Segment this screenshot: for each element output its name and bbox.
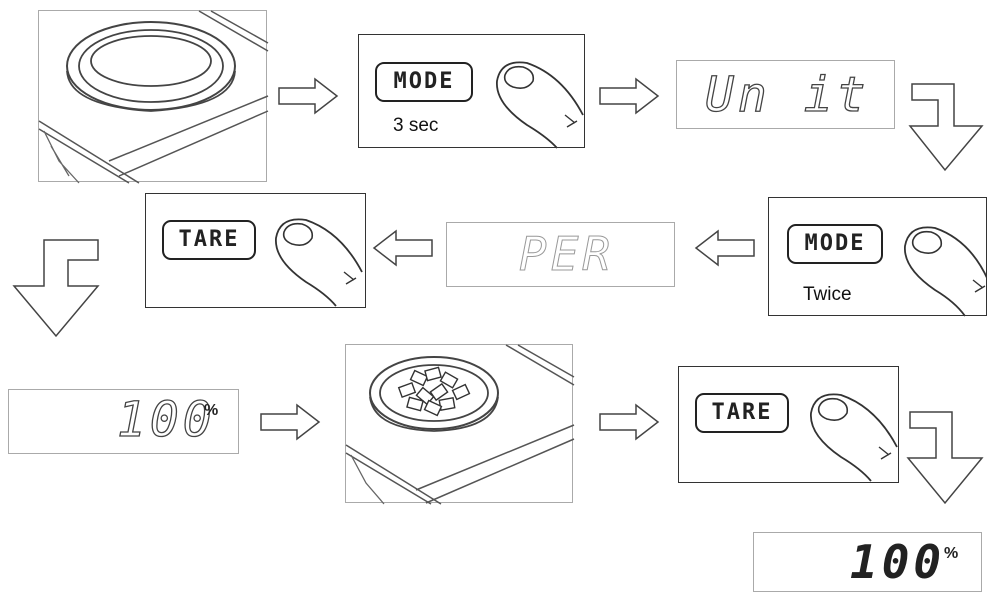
finger-icon xyxy=(810,393,898,482)
percent-display-panel: 100 % xyxy=(8,389,239,454)
final-percent-display-value: 100 xyxy=(850,535,946,589)
left-arrow-icon xyxy=(372,229,433,267)
tare-second-panel: TARE xyxy=(678,366,899,483)
percent-display-value: 100 xyxy=(116,391,216,448)
turn-down-arrow-icon xyxy=(906,411,984,505)
per-display-panel: PER xyxy=(446,222,675,287)
mode-key[interactable]: MODE xyxy=(787,224,883,264)
finger-icon xyxy=(904,226,987,317)
tare-key[interactable]: TARE xyxy=(695,393,789,433)
right-arrow-icon xyxy=(599,77,660,115)
percent-unit: % xyxy=(204,402,219,419)
finger-icon xyxy=(496,61,584,149)
right-arrow-icon xyxy=(278,77,339,115)
empty-scale-panel xyxy=(38,10,269,184)
mode-key[interactable]: MODE xyxy=(375,62,473,102)
press-count-caption: Twice xyxy=(803,284,852,305)
turn-down-arrow-icon xyxy=(908,83,984,172)
right-arrow-icon xyxy=(260,403,321,441)
per-display-text: PER xyxy=(518,227,615,282)
unit-display-text: Un it xyxy=(704,66,870,123)
hold-duration-caption: 3 sec xyxy=(393,115,439,136)
mode-twice-panel: MODE Twice xyxy=(768,197,987,317)
scale-pan-icon xyxy=(38,10,269,184)
left-arrow-icon xyxy=(694,229,755,267)
finger-icon xyxy=(275,218,363,307)
sample-pieces-icon xyxy=(397,366,471,417)
tare-key[interactable]: TARE xyxy=(162,220,256,260)
mode-hold-panel: MODE 3 sec xyxy=(358,34,585,149)
right-arrow-icon xyxy=(599,403,660,441)
turn-down-arrow-icon xyxy=(12,239,100,338)
tare-first-panel: TARE xyxy=(145,193,366,308)
final-percent-unit: % xyxy=(944,545,959,562)
final-percent-display-panel: 100 % xyxy=(753,532,982,592)
loaded-scale-panel xyxy=(345,344,575,505)
scale-pan-icon xyxy=(345,344,575,505)
unit-display-panel: Un it xyxy=(676,60,895,129)
